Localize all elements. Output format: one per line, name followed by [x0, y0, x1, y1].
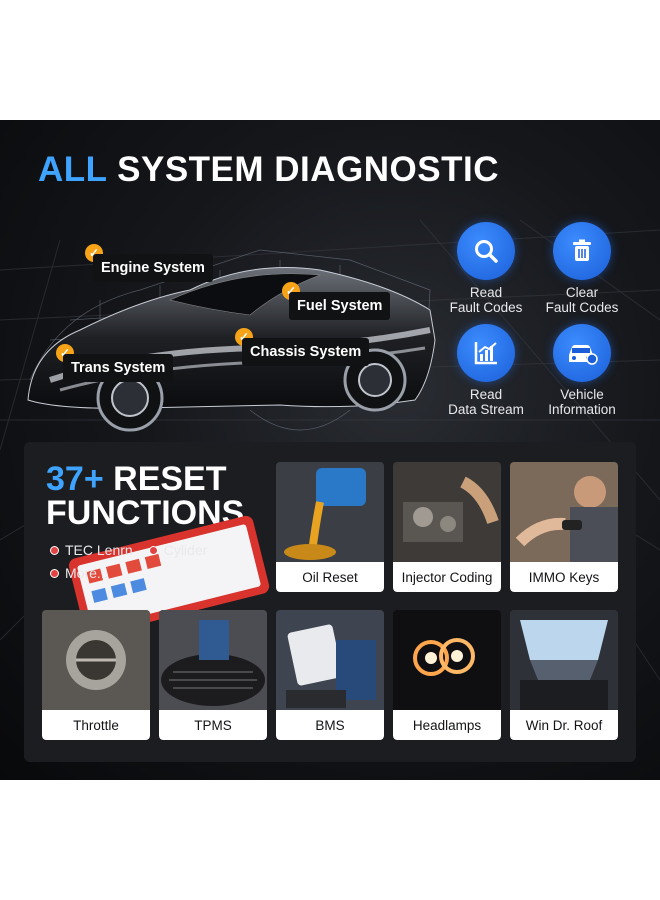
tile-bms[interactable]: BMS [276, 610, 384, 740]
page-title: ALL SYSTEM DIAGNOSTIC [38, 150, 499, 190]
reset-count: 37+ [46, 460, 104, 498]
tile-injector-coding[interactable]: Injector Coding [393, 462, 501, 592]
tile-immo-keys[interactable]: IMMO Keys [510, 462, 618, 592]
reset-title-line1: RESET [113, 460, 227, 498]
chart-icon [457, 324, 515, 382]
system-tag-engine: Engine System [93, 254, 213, 282]
feature-label-line2: Fault Codes [545, 300, 619, 315]
system-tag-fuel: Fuel System [289, 292, 391, 320]
tile-headlamps[interactable]: Headlamps [393, 610, 501, 740]
feature-label-line1: Clear [565, 285, 599, 300]
car-keys-image [510, 462, 618, 562]
tile-label: Headlamps [393, 710, 501, 740]
tile-win-dr-roof[interactable]: Win Dr. Roof [510, 610, 618, 740]
tile-label: Oil Reset [276, 562, 384, 592]
list-item: TEC Lenrn [50, 542, 133, 558]
oil-pour-image [276, 462, 384, 562]
feature-label-line2: Fault Codes [449, 300, 523, 315]
tile-label: IMMO Keys [510, 562, 618, 592]
tile-label: TPMS [159, 710, 267, 740]
banner: ALL SYSTEM DIAGNOSTIC ✓ Eng [0, 120, 660, 780]
reset-bullet-list: TEC Lenrn Cylider More... [50, 542, 207, 588]
feature-label-line1: Vehicle [560, 387, 604, 402]
system-tag-chassis: Chassis System [242, 338, 370, 366]
headlamp-image [393, 610, 501, 710]
tile-oil-reset[interactable]: Oil Reset [276, 462, 384, 592]
tile-label: Win Dr. Roof [510, 710, 618, 740]
battery-check-image [276, 610, 384, 710]
bullet-label: TEC Lenrn [65, 542, 133, 558]
sports-car-image [27, 249, 436, 432]
search-icon [457, 222, 515, 280]
tile-label: Throttle [42, 710, 150, 740]
list-item: More... [50, 565, 207, 581]
sunroof-image [510, 610, 618, 710]
tire-image [159, 610, 267, 710]
reset-functions-panel: 37+ RESET FUNCTIONS TEC Lenrn Cylider Mo… [24, 442, 636, 762]
feature-label-line1: Read [469, 387, 503, 402]
bullet-label: More... [65, 565, 109, 581]
feature-label-line1: Read [469, 285, 503, 300]
car-vin-icon [553, 324, 611, 382]
reset-title: 37+ RESET FUNCTIONS [46, 462, 244, 530]
diagnostic-tablet-image [68, 515, 270, 637]
feature-label-line2: Data Stream [448, 402, 524, 417]
tile-throttle[interactable]: Throttle [42, 610, 150, 740]
title-accent: ALL [38, 150, 107, 189]
trash-icon [553, 222, 611, 280]
injector-image [393, 462, 501, 562]
bullet-label: Cylider [163, 542, 208, 558]
feature-label-line2: Information [548, 402, 616, 417]
tile-label: Injector Coding [393, 562, 501, 592]
system-tag-trans: Trans System [63, 354, 174, 382]
tile-label: BMS [276, 710, 384, 740]
tile-tpms[interactable]: TPMS [159, 610, 267, 740]
title-rest: SYSTEM DIAGNOSTIC [117, 150, 500, 189]
throttle-body-image [42, 610, 150, 710]
list-item: Cylider [148, 542, 208, 558]
